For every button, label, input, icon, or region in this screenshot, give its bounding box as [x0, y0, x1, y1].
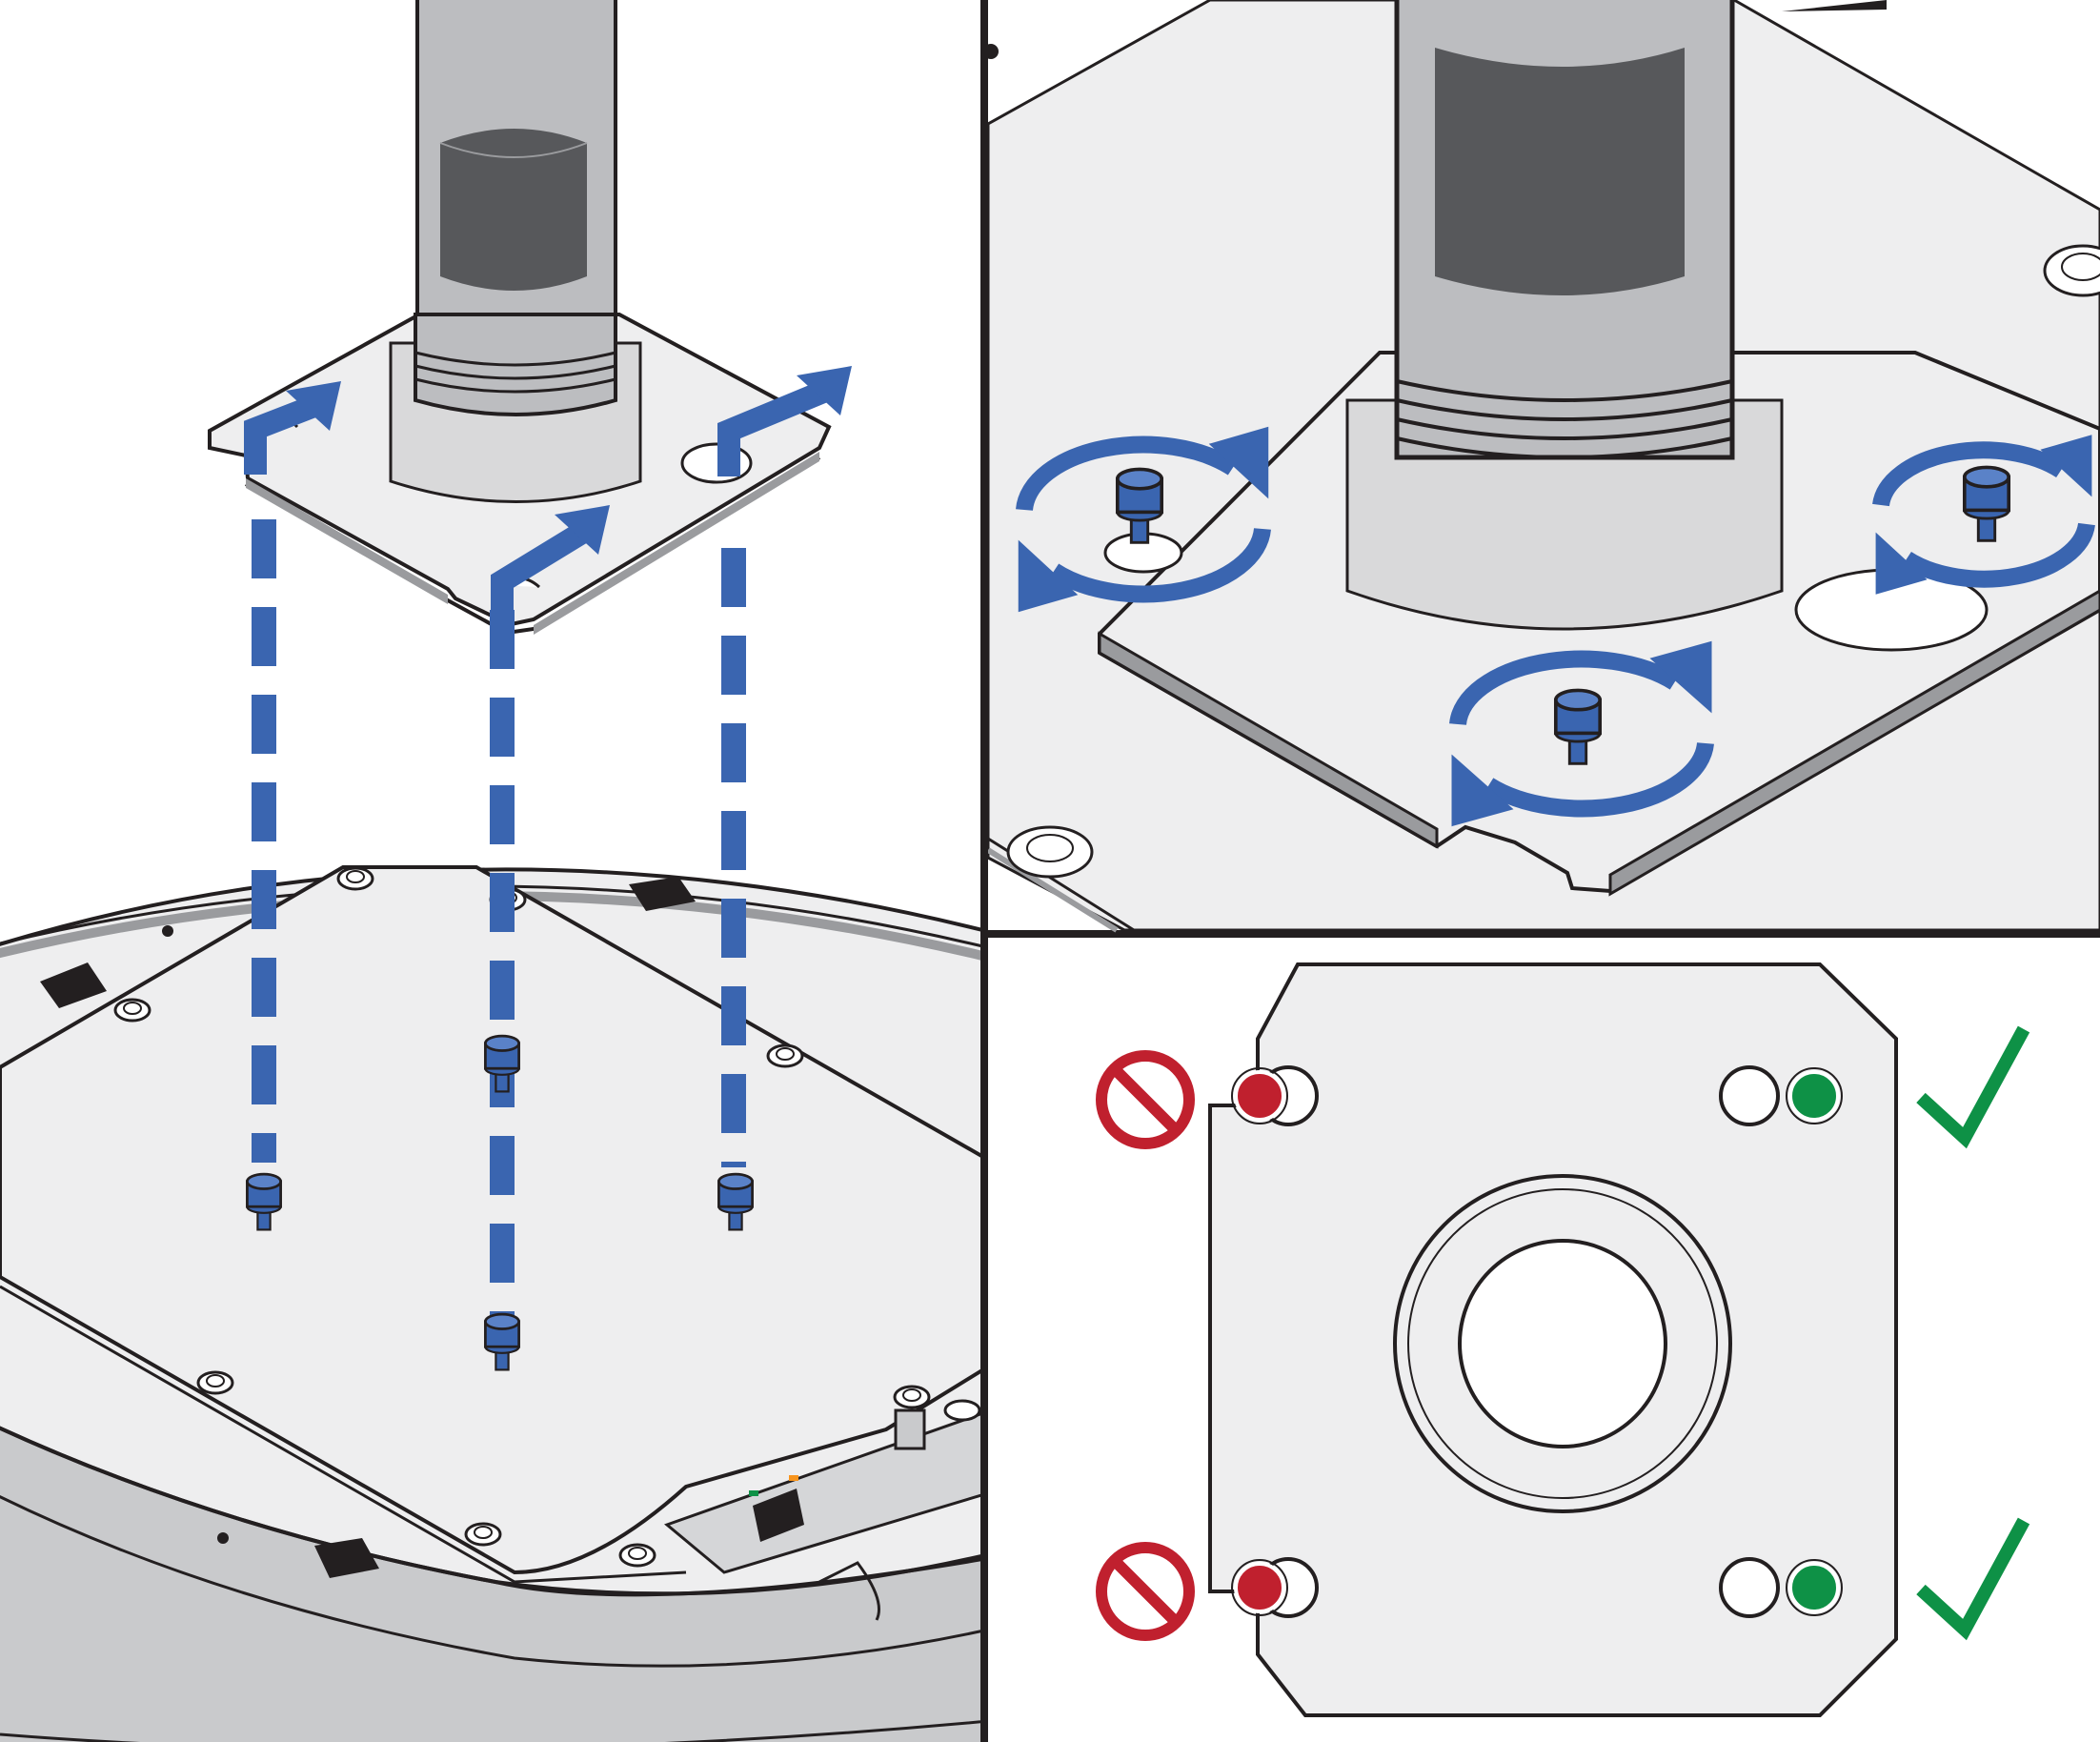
marker-prohibited	[1234, 1562, 1285, 1613]
slide-arrows	[244, 366, 852, 627]
thumbscrew-icon	[1115, 467, 1164, 544]
ethernet-port-icon	[664, 1399, 980, 1621]
hole-row-bottom	[1096, 1517, 2030, 1641]
marker-correct	[1788, 1562, 1840, 1613]
alignment-guides	[252, 519, 746, 1315]
hole-row-top	[1096, 1025, 2030, 1149]
vent-slot-icon	[40, 877, 696, 1578]
thumbscrew-icon	[717, 1172, 754, 1231]
prohibited-icon	[1096, 1050, 1195, 1149]
slide-arrow-icon	[717, 366, 852, 476]
rotate-indicators	[1016, 426, 2095, 827]
thumbscrew-icon	[1553, 688, 1603, 765]
panel-dividers	[980, 0, 2100, 1742]
rotate-clockwise-icon	[1016, 426, 1271, 613]
slide-arrow-icon	[244, 381, 341, 475]
panel-hole-positions	[1096, 962, 2030, 1717]
center-bore	[1393, 1174, 1732, 1513]
mounting-pole	[415, 0, 617, 335]
checkmark-icon	[1916, 1025, 2030, 1149]
thumbscrew-icon	[484, 1312, 520, 1371]
panel-rotate-lock	[988, 0, 2100, 933]
checkmark-icon	[1916, 1517, 2030, 1641]
thumbscrew-icon	[484, 1034, 520, 1093]
screw-hole-icon	[1719, 1557, 1780, 1618]
marker-prohibited	[1234, 1070, 1285, 1122]
screw-hole-icon	[1719, 1065, 1780, 1126]
mounting-plate	[208, 313, 832, 636]
device-thumbscrews	[246, 1034, 754, 1371]
rotate-clockwise-icon	[1872, 435, 2095, 595]
panel-mount-alignment	[0, 0, 980, 1742]
thumbscrew-icon	[1962, 465, 2011, 542]
prohibited-icon	[1096, 1542, 1195, 1641]
device-housing	[0, 865, 980, 1742]
thumbscrew-icon	[246, 1172, 282, 1231]
hole-rows	[1096, 1025, 2030, 1641]
slide-arrow-icon	[491, 505, 610, 627]
marker-correct	[1788, 1070, 1840, 1122]
rotate-clockwise-icon	[1449, 640, 1714, 827]
